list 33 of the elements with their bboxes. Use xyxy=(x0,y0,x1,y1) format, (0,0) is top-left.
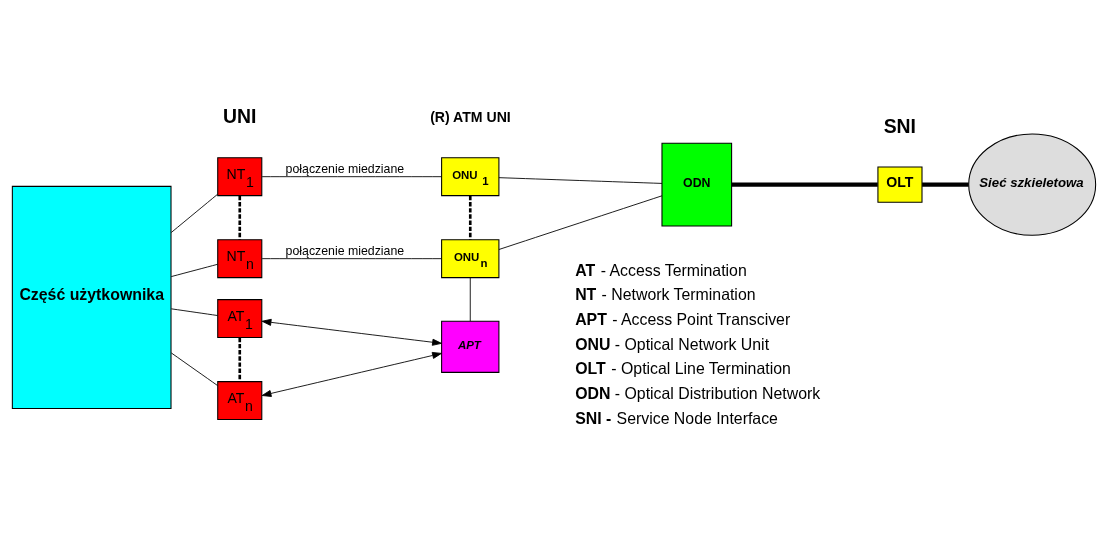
label: OLT - Optical Line Termination xyxy=(575,359,791,377)
node-box: Część użytkownika xyxy=(11,185,172,409)
label: APT - Access Point Transciver xyxy=(575,310,791,328)
connector xyxy=(261,257,442,259)
edge-label: połączenie miedziane xyxy=(285,161,405,176)
connector xyxy=(468,195,472,239)
node-box: APT xyxy=(441,320,500,373)
arrow xyxy=(261,351,442,397)
connector xyxy=(498,176,663,184)
node-ellipse: Sieć szkieletowa xyxy=(968,132,1097,236)
label: NT - Network Termination xyxy=(575,285,756,303)
label: SNI xyxy=(883,114,916,137)
label: ODN - Optical Distribution Network xyxy=(575,384,821,402)
connector xyxy=(261,175,442,177)
connector xyxy=(170,352,218,386)
connector xyxy=(238,337,242,381)
label: ONU - Optical Network Unit xyxy=(575,335,770,353)
connector xyxy=(170,263,218,277)
connector xyxy=(170,193,218,233)
arrow xyxy=(261,318,442,346)
label: AT - Access Termination xyxy=(575,261,747,279)
node-box: ODN xyxy=(661,142,733,227)
label: SNI - Service Node Interface xyxy=(575,409,778,427)
label: (R) ATM UNI xyxy=(430,108,511,125)
connector xyxy=(238,195,242,239)
connector xyxy=(469,276,471,321)
label: UNI xyxy=(223,104,257,127)
connector xyxy=(498,194,663,250)
connector xyxy=(922,181,969,187)
connector xyxy=(170,307,218,316)
edge-label: połączenie miedziane xyxy=(285,243,405,258)
node-box: OLT xyxy=(877,165,923,203)
connector xyxy=(731,181,878,187)
